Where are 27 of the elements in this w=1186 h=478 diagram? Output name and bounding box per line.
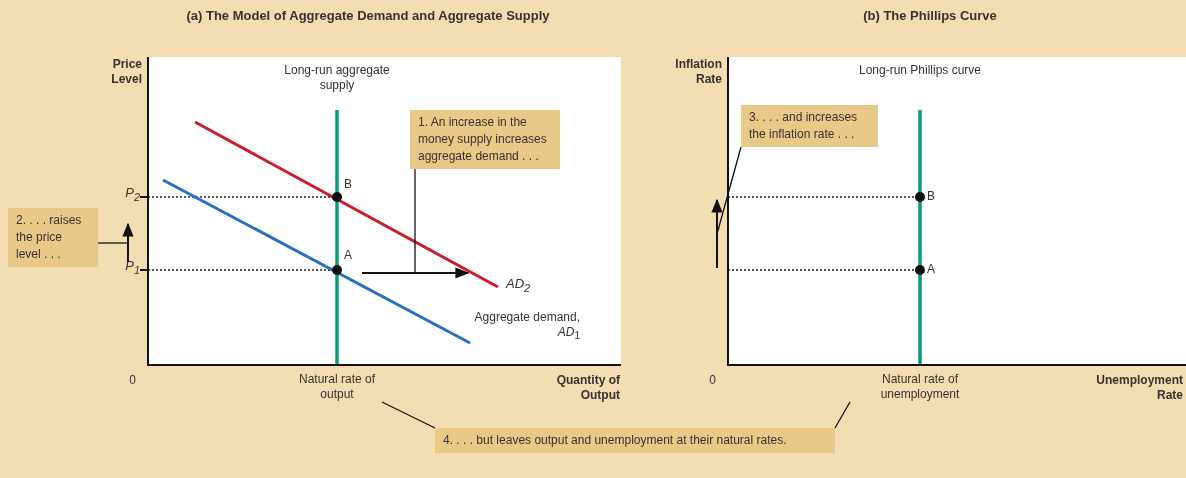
axis-tick-label: Natural rate of output: [292, 372, 382, 402]
point-label: A: [344, 248, 353, 263]
curve-label: Long-run aggregate supply: [283, 63, 391, 93]
panel-title: (a) The Model of Aggregate Demand and Aggregate Supply: [185, 8, 551, 23]
leader-line: [97, 242, 129, 244]
tick-label: P$_{2}$: [124, 185, 140, 205]
axis-label: Quantity of Output: [555, 373, 620, 403]
panel-title: (b) The Phillips Curve: [862, 8, 998, 23]
point-label: B: [927, 189, 936, 204]
callout-box: 1. An increase in the money supply increases aggregate demand . . .: [410, 110, 560, 169]
point-label: B: [344, 177, 353, 192]
leader-line: [381, 401, 436, 429]
leader-line: [414, 168, 416, 274]
leader-line: [834, 401, 851, 429]
axis-tick-label: 0: [708, 373, 717, 388]
curve-label: Aggregate demand, AD$_{1}$: [473, 310, 580, 344]
callout-box: 2. . . . raises the price level . . .: [8, 208, 98, 267]
callout-box: 4. . . . but leaves output and unemployment at their natural rates.: [435, 428, 835, 453]
axis-label: Unemployment Rate: [1095, 373, 1183, 403]
axis-tick-label: 0: [128, 373, 137, 388]
curve-label: Long-run Phillips curve: [857, 63, 983, 78]
point-label: A: [927, 262, 936, 277]
axis-label: Inflation Rate: [674, 57, 722, 87]
axis-tick-label: Natural rate of unemployment: [850, 372, 990, 402]
callout-box: 3. . . . and increases the inflation rate . . .: [741, 105, 878, 147]
curve-label: AD$_{2}$: [506, 276, 532, 296]
axis-label: Price Level: [110, 57, 142, 87]
